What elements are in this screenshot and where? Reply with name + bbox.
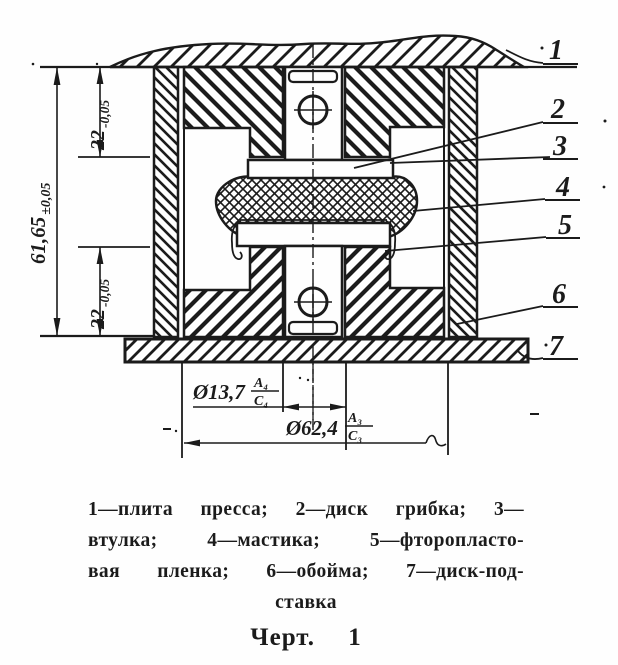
- leader-line-2: [353, 121, 544, 169]
- caption-line-2: втулка; 4—мастика; 5—фторопласто-: [88, 530, 524, 551]
- figure-number: Черт. 1: [250, 624, 362, 651]
- leader-line-7: [517, 350, 544, 360]
- reference-lines-left: [40, 156, 154, 338]
- upper-disc: [246, 158, 395, 180]
- dim-large-diameter-value: Ø62,4: [285, 416, 338, 440]
- bottom-pin: [283, 244, 344, 339]
- dim-upper-height-value: 22: [87, 130, 109, 151]
- dim-lower-height-tol: -0,05: [97, 279, 112, 307]
- dim-large-diameter-fit-bottom: C₃: [348, 429, 362, 444]
- dim-small-diameter-fit-bottom: C₄: [254, 394, 268, 409]
- dim-total-height: 61,65 ±0,05: [26, 67, 61, 336]
- dim-total-height-tol: ±0,05: [39, 183, 54, 215]
- dim-lower-height-value: 22: [87, 309, 109, 330]
- leader-label-6: 6: [552, 279, 566, 310]
- leader-labels: 1 2 3 4 5 6 7: [543, 35, 580, 362]
- dim-small-diameter-fit-top: A₄: [253, 376, 268, 391]
- svg-text:61,65±0,05: 61,65 ±0,05: [26, 183, 54, 264]
- leader-label-5: 5: [558, 210, 572, 241]
- caption-line-1: 1—плита пресса; 2—диск грибка; 3—: [88, 499, 524, 520]
- dim-large-diameter-fit-top: A₃: [347, 411, 362, 426]
- technical-drawing: 61,65 ±0,05 22 -0,05 22 -0,05 Ø13,7 A₄: [26, 34, 607, 458]
- support-disc: [123, 337, 530, 364]
- caption-line-3: вая пленка; 6—обойма; 7—диск-под-: [88, 561, 524, 582]
- leader-lines: [353, 49, 551, 360]
- leader-label-1: 1: [549, 35, 563, 66]
- leader-line-1: [505, 49, 544, 64]
- extension-lines-bottom: [181, 362, 449, 458]
- dim-lower-height: 22 -0,05: [87, 247, 112, 336]
- scan-specks: [31, 46, 607, 433]
- dim-upper-height-tol: -0,05: [97, 100, 112, 128]
- dim-upper-height: 22 -0,05: [87, 67, 112, 157]
- leader-label-3: 3: [552, 131, 567, 162]
- leader-label-2: 2: [550, 94, 565, 125]
- caption-line-4: ставка: [275, 592, 337, 613]
- leader-label-4: 4: [555, 172, 570, 203]
- leader-line-5: [384, 236, 547, 252]
- lower-punch-right: [343, 245, 446, 339]
- press-plate: [109, 34, 529, 69]
- lower-punch-left: [182, 245, 285, 339]
- dim-large-diameter: Ø62,4 A₃ C₃: [184, 411, 447, 447]
- svg-text:22-0,05: 22 -0,05: [87, 279, 112, 330]
- sleeve-wall-right: [447, 65, 479, 339]
- leader-line-6: [456, 305, 544, 325]
- dim-small-diameter: Ø13,7 A₄ C₄: [192, 376, 346, 411]
- sleeve-wall-left: [152, 65, 180, 339]
- dim-small-diameter-value: Ø13,7: [192, 380, 246, 404]
- svg-text:22-0,05: 22 -0,05: [87, 100, 112, 151]
- upper-punch-left: [182, 65, 285, 159]
- leader-line-4: [412, 198, 546, 212]
- figure-caption: 1—плита пресса; 2—диск грибка; 3— втулка…: [88, 494, 524, 618]
- leader-line-3: [389, 156, 551, 164]
- leader-label-7: 7: [549, 331, 564, 362]
- dim-total-height-value: 61,65: [26, 217, 50, 264]
- upper-punch-right: [343, 65, 446, 159]
- dim-break-squiggle: [425, 434, 447, 447]
